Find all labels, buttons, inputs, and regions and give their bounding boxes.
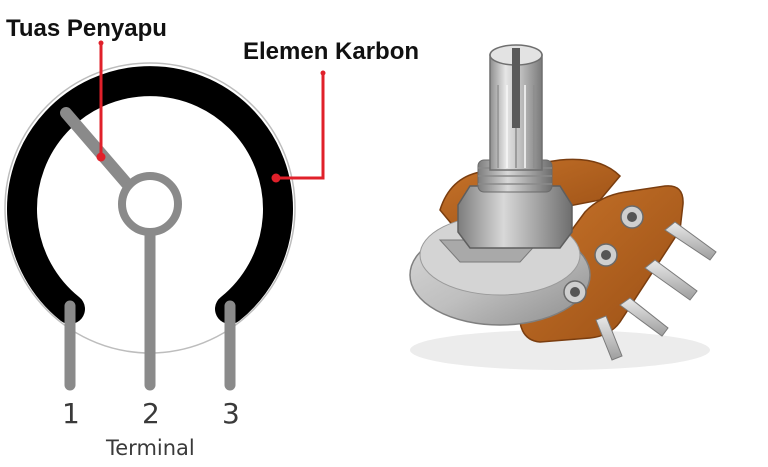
shadow (410, 330, 710, 370)
solder-pad (620, 205, 644, 229)
terminal-number-3: 3 (222, 397, 240, 430)
wiper-label: Tuas Penyapu (6, 15, 167, 42)
hex-nut (457, 185, 573, 249)
terminal-leg (595, 315, 623, 361)
element-leader-end (320, 70, 326, 76)
element-leader-line (276, 73, 325, 180)
wiper-leader-dot (96, 152, 106, 162)
carbon-element-label: Elemen Karbon (243, 38, 419, 65)
solder-pad (594, 243, 618, 267)
potentiometer-photo (409, 44, 717, 370)
wiper-pivot (118, 172, 182, 236)
terminal-number-1: 1 (62, 397, 80, 430)
wiper-arm (60, 107, 134, 191)
wiper-leader-end (98, 40, 104, 46)
terminal-leg (619, 297, 669, 337)
terminal-leg (644, 259, 698, 301)
carbon-element-track (7, 66, 293, 324)
shaft-slot (512, 48, 520, 128)
potentiometer-schematic: Tuas Penyapu Elemen Karbon 1 2 3 Termina… (4, 15, 419, 460)
terminal-leg (664, 221, 717, 261)
terminal-caption: Terminal (105, 436, 195, 460)
solder-pad (563, 280, 587, 304)
terminal-number-2: 2 (142, 397, 160, 430)
element-leader-dot (271, 173, 281, 183)
